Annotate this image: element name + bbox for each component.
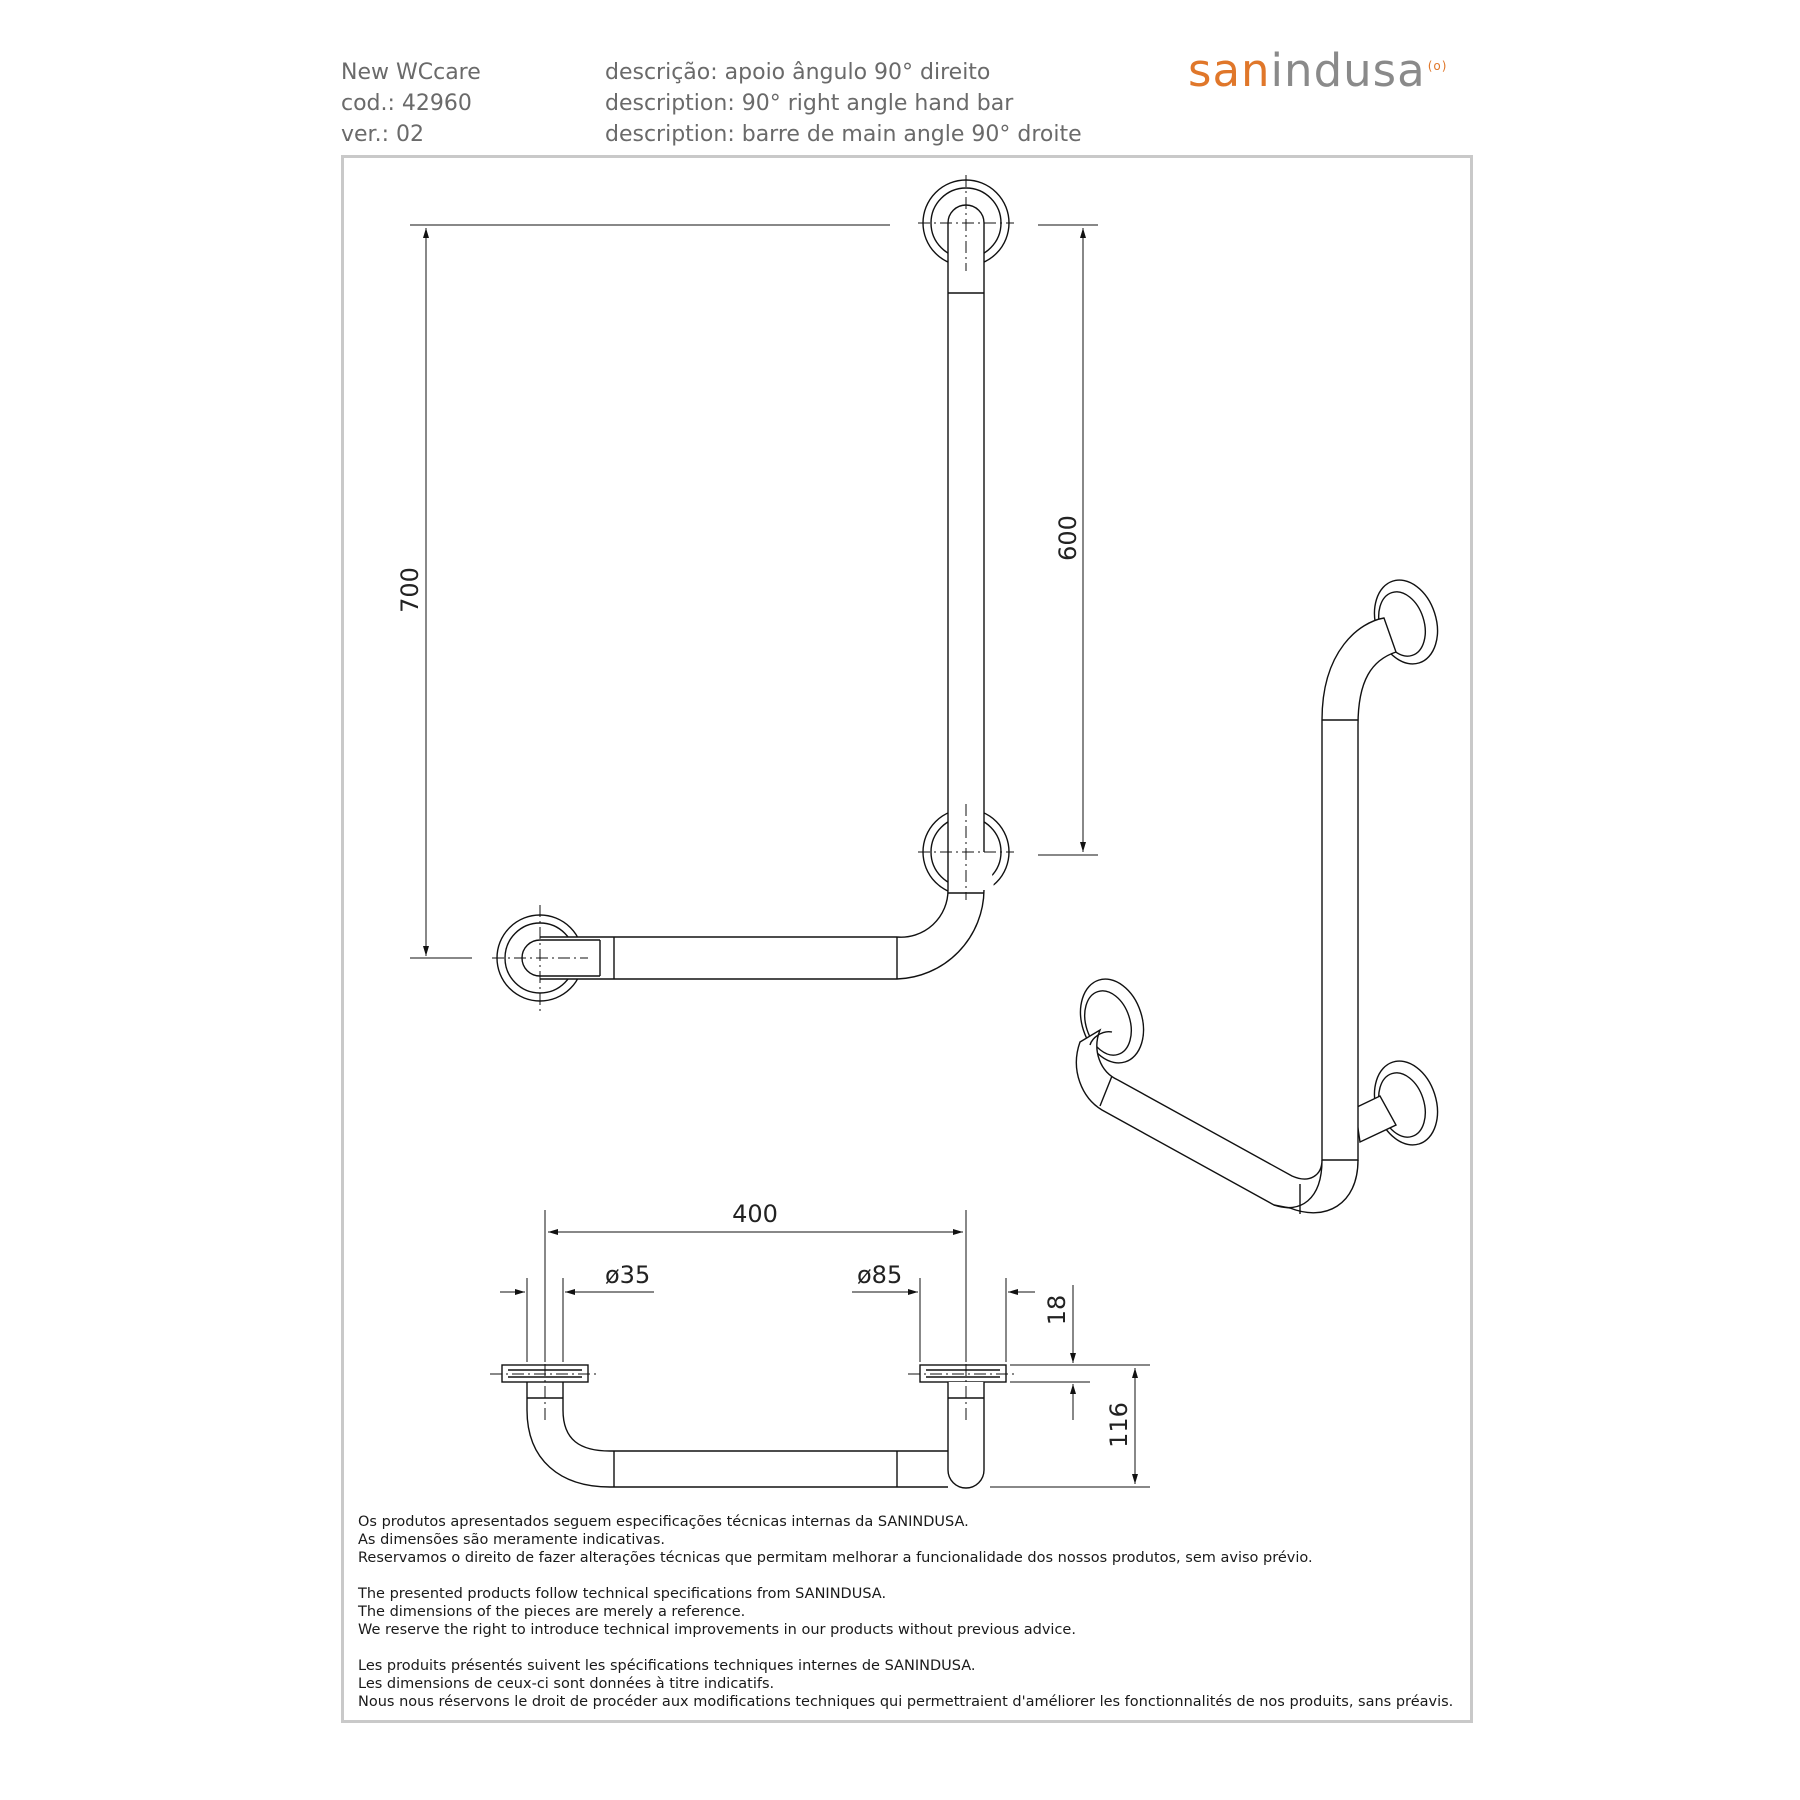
dim-600-label: 600 bbox=[1054, 515, 1082, 561]
description-fr: description: barre de main angle 90° dro… bbox=[605, 122, 1082, 147]
notes-portuguese: Os produtos apresentados seguem especifi… bbox=[358, 1513, 1453, 1567]
logo-part-san: san bbox=[1188, 44, 1271, 97]
description-en: description: 90° right angle hand bar bbox=[605, 91, 1014, 116]
sanindusa-logo: sanindusa(o) bbox=[1188, 44, 1447, 97]
note-line: Nous nous réservons le droit de procéder… bbox=[358, 1694, 1454, 1710]
elbow-inner bbox=[896, 889, 949, 938]
dim-700-label: 700 bbox=[396, 567, 424, 613]
logo-mark-icon: (o) bbox=[1427, 59, 1448, 73]
notes-english: The presented products follow technical … bbox=[358, 1585, 1453, 1639]
note-line: The presented products follow technical … bbox=[358, 1586, 887, 1602]
front-view bbox=[410, 175, 1098, 1011]
side-tube-inner bbox=[562, 1382, 948, 1452]
note-line: Les dimensions de ceux-ci sont données à… bbox=[358, 1676, 775, 1692]
dim-400-label: 400 bbox=[732, 1200, 778, 1228]
drawing-frame bbox=[341, 155, 1473, 1723]
dim-flange-diameter-label: ø85 bbox=[857, 1261, 902, 1289]
note-line: Les produits présentés suivent les spéci… bbox=[358, 1658, 976, 1674]
description-pt: descrição: apoio ângulo 90° direito bbox=[605, 60, 991, 85]
note-line: As dimensões são meramente indicativas. bbox=[358, 1532, 665, 1548]
note-line: Reservamos o direito de fazer alterações… bbox=[358, 1550, 1313, 1566]
side-tube-outer bbox=[526, 1382, 948, 1488]
notes-french: Les produits présentés suivent les spéci… bbox=[358, 1657, 1453, 1711]
note-line: Os produtos apresentados seguem especifi… bbox=[358, 1514, 969, 1530]
disclaimer-notes: Os produtos apresentados seguem especifi… bbox=[358, 1513, 1453, 1729]
product-descriptions: descrição: apoio ângulo 90° direito desc… bbox=[605, 57, 1082, 150]
product-info: New WCcare cod.: 42960 ver.: 02 bbox=[341, 57, 481, 150]
dim-116-label: 116 bbox=[1105, 1402, 1133, 1448]
side-view bbox=[490, 1210, 1150, 1489]
note-line: We reserve the right to introduce techni… bbox=[358, 1622, 1076, 1638]
product-version: ver.: 02 bbox=[341, 122, 424, 147]
vertical-tube-right bbox=[947, 204, 985, 852]
dim-tube-diameter-label: ø35 bbox=[605, 1261, 650, 1289]
isometric-view bbox=[1075, 579, 1439, 1214]
note-line: The dimensions of the pieces are merely … bbox=[358, 1604, 746, 1620]
product-name: New WCcare bbox=[341, 60, 481, 85]
logo-part-indusa: indusa bbox=[1270, 44, 1426, 97]
elbow-outer bbox=[896, 889, 985, 980]
dim-18-label: 18 bbox=[1043, 1295, 1071, 1326]
product-code: cod.: 42960 bbox=[341, 91, 472, 116]
